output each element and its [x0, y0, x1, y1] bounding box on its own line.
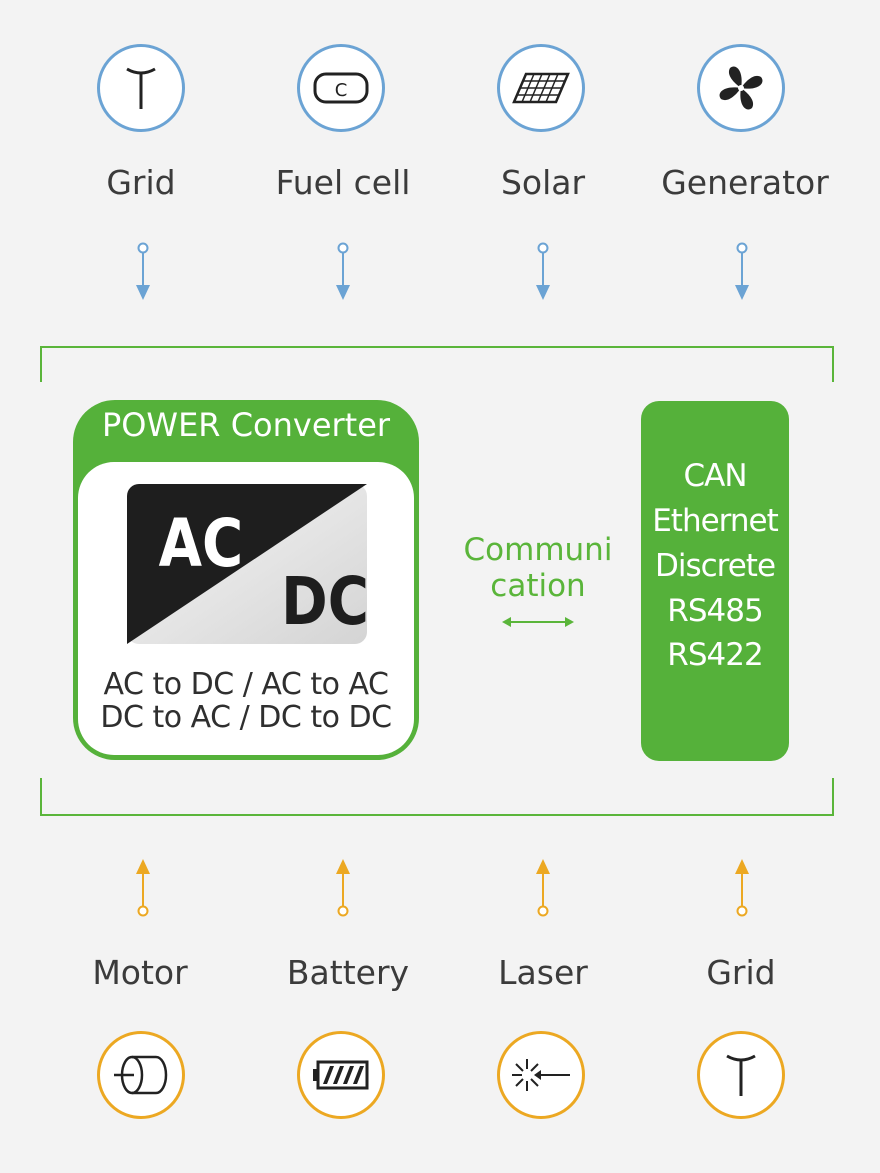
input-label-solar: Solar [500, 163, 586, 202]
output-label-motor: Motor [92, 953, 188, 992]
input-arrow-fuel-cell [336, 242, 350, 300]
grid-input-icon-circle [97, 44, 185, 132]
laser-icon [512, 1059, 570, 1091]
power-converter-panel: AC DC AC to DC / AC to AC DC to AC / DC … [78, 462, 414, 755]
input-label-generator: Generator [661, 163, 829, 202]
badge-dc-text: DC [281, 564, 369, 641]
battery-output-icon-circle [297, 1031, 385, 1119]
bidirectional-arrow [502, 617, 574, 627]
output-label-laser: Laser [498, 953, 588, 992]
fan-icon [719, 66, 763, 110]
conversion-modes-line2: DC to AC / DC to DC [100, 700, 392, 735]
frame-top-bracket [40, 346, 834, 382]
output-arrow-laser [536, 859, 550, 917]
badge-ac-text: AC [159, 506, 244, 583]
grid-output-icon-circle [697, 1031, 785, 1119]
fuel-cell-icon: C [313, 72, 369, 104]
antenna-icon [126, 67, 156, 109]
communication-interfaces-box: CAN Ethernet Discrete RS485 RS422 [641, 401, 789, 761]
interface-rs422: RS422 [667, 637, 763, 673]
input-arrow-generator [735, 242, 749, 300]
solar-panel-icon [512, 72, 570, 104]
input-label-fuel-cell: Fuel cell [275, 163, 411, 202]
output-arrow-grid [735, 859, 749, 917]
fuel-cell-input-icon-circle: C [297, 44, 385, 132]
output-arrow-motor [136, 859, 150, 917]
communication-label-line2: cation [490, 568, 586, 604]
communication-label: Communi cation [452, 532, 624, 604]
output-label-battery: Battery [286, 953, 410, 992]
motor-output-icon-circle [97, 1031, 185, 1119]
generator-input-icon-circle [697, 44, 785, 132]
frame-bottom-bracket [40, 778, 834, 816]
power-converter-title: POWER Converter [101, 406, 391, 444]
input-label-grid: Grid [106, 163, 176, 202]
interface-can: CAN [683, 458, 747, 494]
solar-input-icon-circle [497, 44, 585, 132]
motor-icon [114, 1055, 168, 1095]
battery-icon [313, 1060, 369, 1090]
interface-rs485: RS485 [667, 593, 763, 629]
input-arrow-grid [136, 242, 150, 300]
laser-output-icon-circle [497, 1031, 585, 1119]
ac-dc-badge: AC DC [127, 484, 369, 644]
output-arrow-battery [336, 859, 350, 917]
output-label-grid: Grid [706, 953, 776, 992]
antenna-icon [726, 1054, 756, 1096]
fuel-cell-glyph: C [335, 80, 348, 101]
interface-ethernet: Ethernet [652, 503, 779, 539]
communication-label-line1: Communi [463, 532, 613, 568]
conversion-modes-line1: AC to DC / AC to AC [103, 667, 389, 702]
input-arrow-solar [536, 242, 550, 300]
power-converter-box: POWER Converter AC DC AC to DC / AC to A… [73, 400, 419, 760]
interface-discrete: Discrete [654, 548, 776, 584]
